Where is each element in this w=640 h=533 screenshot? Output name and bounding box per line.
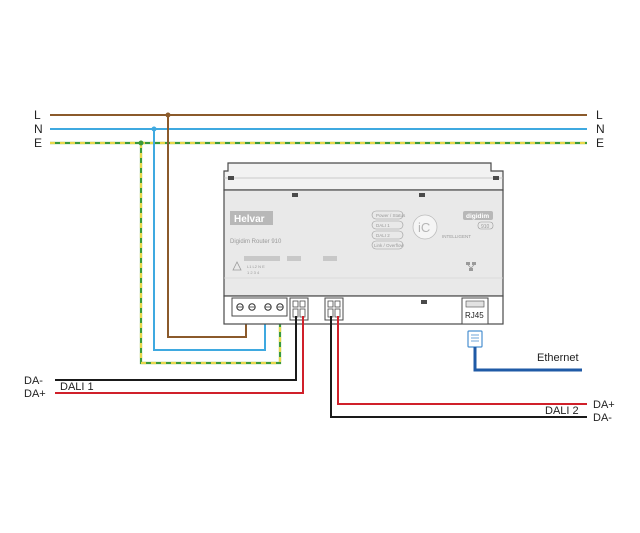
front-warning-area: L1 L2 N E 1 2 3 4 [232,256,337,275]
rj45-port: RJ45 [461,297,489,325]
mains-label-left-e: E [34,136,42,150]
router-device: Helvar Digidim Router 910 L1 L2 N E 1 2 … [223,162,504,325]
rj45-label: RJ45 [465,311,484,320]
terminal-legend-marks: L1 L2 N E [247,264,265,269]
dali2-terminal-legend [323,256,337,261]
neutral-junction-dot [151,126,157,132]
device-top-clip-right [493,176,499,180]
network-icon [466,262,476,271]
status-led-label: DALI 1 [376,223,390,228]
warning-triangle-icon [232,261,242,271]
status-led-list: Power / Status DALI 1 DALI 2 Link / Over… [371,210,406,250]
mains-labels-left: L N E [34,108,43,150]
ic-logo-circle [412,214,438,240]
helvar-logo-text: Helvar [234,214,265,225]
mains-label-right-l: L [596,108,603,122]
dali2-name-label: DALI 2 [545,405,579,417]
mains-lines [50,114,587,145]
ethernet-wiring: Ethernet [467,330,582,372]
terminal-screw [236,303,244,311]
rj45-plug-icon [467,330,483,348]
dali1-minus-wire [55,316,297,381]
dali2-connector [324,297,344,321]
mains-terminal-legend [244,256,280,261]
status-led-pill [371,240,404,250]
earth-drop-yellow [139,143,282,365]
dali1-minus-label: DA- [24,375,43,387]
status-led-label: Link / Overflow [374,243,405,248]
device-top-clip-left [228,176,234,180]
mains-labels-right: L N E [596,108,605,150]
mains-label-right-n: N [596,122,605,136]
live-junction-dot [165,112,171,118]
digidim-logo-badge [463,211,493,220]
mains-label-left-n: N [34,122,43,136]
dali2-wiring: DA+ DA- DALI 2 [330,316,615,424]
dali2-minus-wire [330,316,587,418]
device-front-clip-left [292,193,298,197]
status-led-pill [371,220,404,230]
device-model-text: Digidim Router 910 [230,239,282,245]
ethernet-label: Ethernet [537,352,579,364]
digidim-model-text: 910 [481,224,490,230]
dali1-name-label: DALI 1 [60,381,94,393]
device-lower-clip [421,300,427,304]
dali1-connector [289,297,309,321]
mains-label-right-e: E [596,136,604,150]
terminal-screw [248,303,256,311]
status-led-label: DALI 2 [376,233,390,238]
mains-drops [138,112,282,365]
device-top-cap [223,162,504,191]
device-front-clip-right [419,193,425,197]
dali1-terminal-legend [287,256,301,261]
mains-terminal-block [231,297,288,317]
mains-label-left-l: L [34,108,41,122]
ic-logo-text: iC [418,220,430,235]
helvar-logo-badge [230,211,273,225]
status-led-label: Power / Status [376,213,406,218]
digidim-logo-text: digidim [466,213,489,220]
terminal-legend-numbers: 1 2 3 4 [247,270,260,275]
digidim-model-badge [477,221,494,230]
status-led-pill [371,210,404,220]
terminal-screw [264,303,272,311]
dali1-plus-label: DA+ [24,388,46,400]
status-led-pill [371,230,404,240]
dali1-plus-wire [55,316,304,394]
dali2-minus-label: DA- [593,412,612,424]
dali2-plus-wire [337,316,587,405]
terminal-screw [276,303,284,311]
neutral-drop [153,129,266,351]
ethernet-cable [473,347,582,372]
earth-junction-dot [138,140,144,146]
dali2-plus-label: DA+ [593,399,615,411]
dali1-wiring: DA- DA+ DALI 1 [24,316,304,400]
live-drop [167,115,247,338]
intelligent-text: INTELLIGENT [442,234,471,239]
